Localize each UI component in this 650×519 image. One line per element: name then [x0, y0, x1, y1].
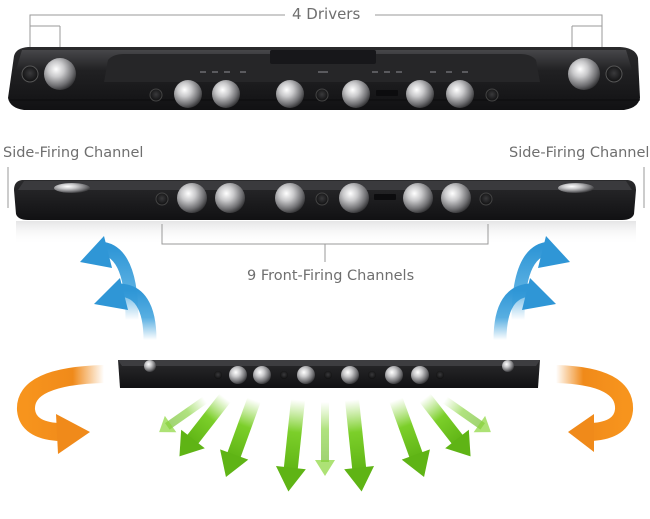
soundbar-front-view — [14, 180, 636, 245]
driver-knob-icon — [44, 58, 76, 90]
front-knob-row-bottom — [214, 366, 444, 384]
side-firing-brackets — [7, 167, 645, 208]
front-knob-row-top — [149, 80, 499, 108]
ring-arrow-icon — [17, 365, 633, 454]
driver-knob-icon — [568, 58, 600, 90]
front-firing-bracket — [161, 224, 489, 262]
front-arrow-icon — [159, 393, 491, 492]
front-knob-row-middle — [155, 183, 493, 213]
side-firing-label-right: Side-Firing Channel — [509, 145, 650, 161]
soundbar-top-view — [8, 47, 640, 110]
side-arrow-icon — [80, 236, 570, 341]
drivers-label: 4 Drivers — [292, 5, 361, 23]
front-firing-label: 9 Front-Firing Channels — [247, 268, 415, 284]
side-firing-label-left: Side-Firing Channel — [3, 145, 144, 161]
soundbar-small-view — [118, 360, 540, 388]
